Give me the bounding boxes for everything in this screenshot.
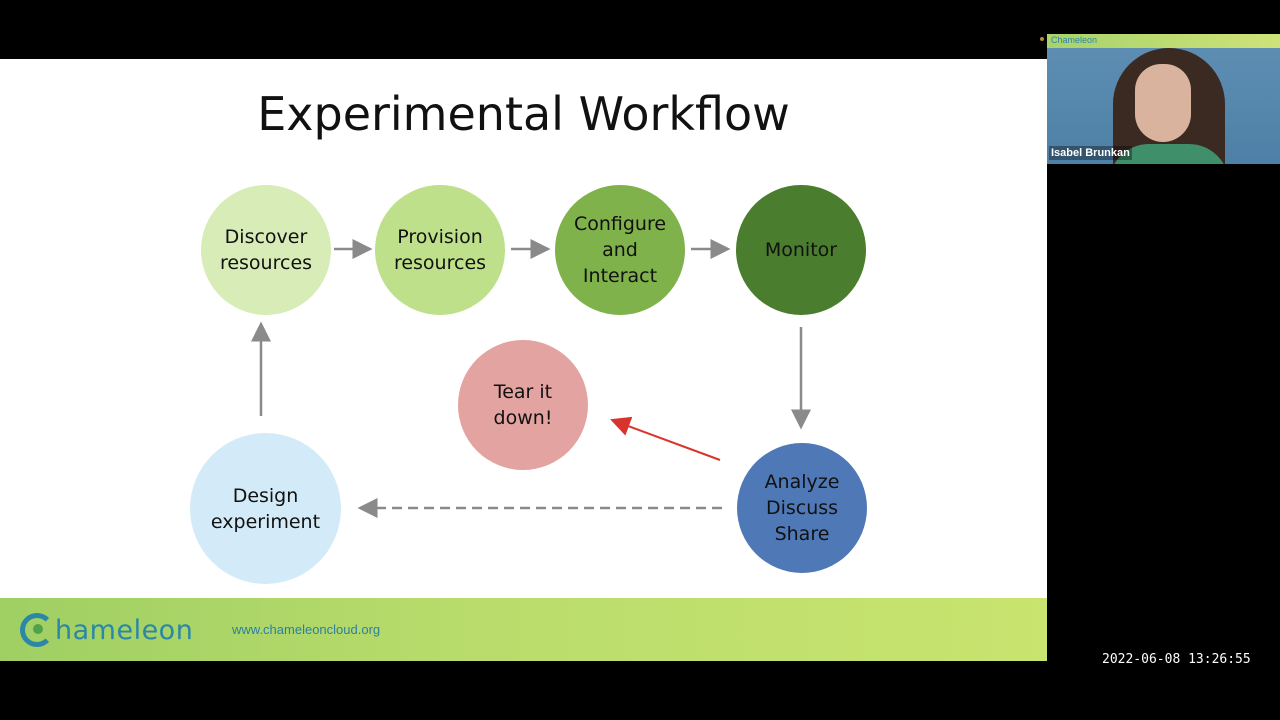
node-teardown-label: Tear it down! <box>493 381 553 429</box>
node-configure-label: Configure and Interact <box>573 213 667 287</box>
arrow-analyze-to-teardown <box>610 416 721 461</box>
video-banner-logo: Chameleon <box>1051 35 1098 45</box>
node-design-label: Design experiment <box>210 484 321 533</box>
workflow-arrows <box>251 239 811 518</box>
chameleon-logo-icon <box>20 613 54 647</box>
recording-indicator <box>1040 37 1044 41</box>
node-monitor-label: Monitor <box>764 239 838 261</box>
person-face <box>1135 64 1191 142</box>
node-discover-resources: Discover resources <box>201 185 331 315</box>
slide-footer: hameleon www.chameleoncloud.org <box>0 598 1047 661</box>
website-link[interactable]: www.chameleoncloud.org <box>232 622 381 637</box>
participant-name: Isabel Brunkan <box>1049 146 1132 160</box>
participant-video[interactable]: Chameleon Isabel Brunkan <box>1047 34 1280 164</box>
logo-text: hameleon <box>55 614 194 646</box>
presentation-slide: Experimental Workflow Discover resources… <box>0 59 1047 661</box>
node-monitor: Monitor <box>736 185 866 315</box>
node-provision-resources: Provision resources <box>375 185 505 315</box>
node-configure-interact: Configure and Interact <box>555 185 685 315</box>
video-banner: Chameleon <box>1047 34 1280 48</box>
slide-title: Experimental Workflow <box>257 87 790 141</box>
node-analyze-discuss-share: Analyze Discuss Share <box>737 443 867 573</box>
node-tear-it-down: Tear it down! <box>458 340 588 470</box>
chameleon-logo: hameleon <box>20 612 193 648</box>
node-provision-label: Provision resources <box>393 226 487 274</box>
recording-timestamp: 2022-06-08 13:26:55 <box>1102 652 1251 667</box>
node-analyze-label: Analyze Discuss Share <box>764 471 840 545</box>
node-discover-label: Discover resources <box>219 226 313 274</box>
node-design-experiment: Design experiment <box>190 433 341 584</box>
person-body <box>1109 144 1229 164</box>
